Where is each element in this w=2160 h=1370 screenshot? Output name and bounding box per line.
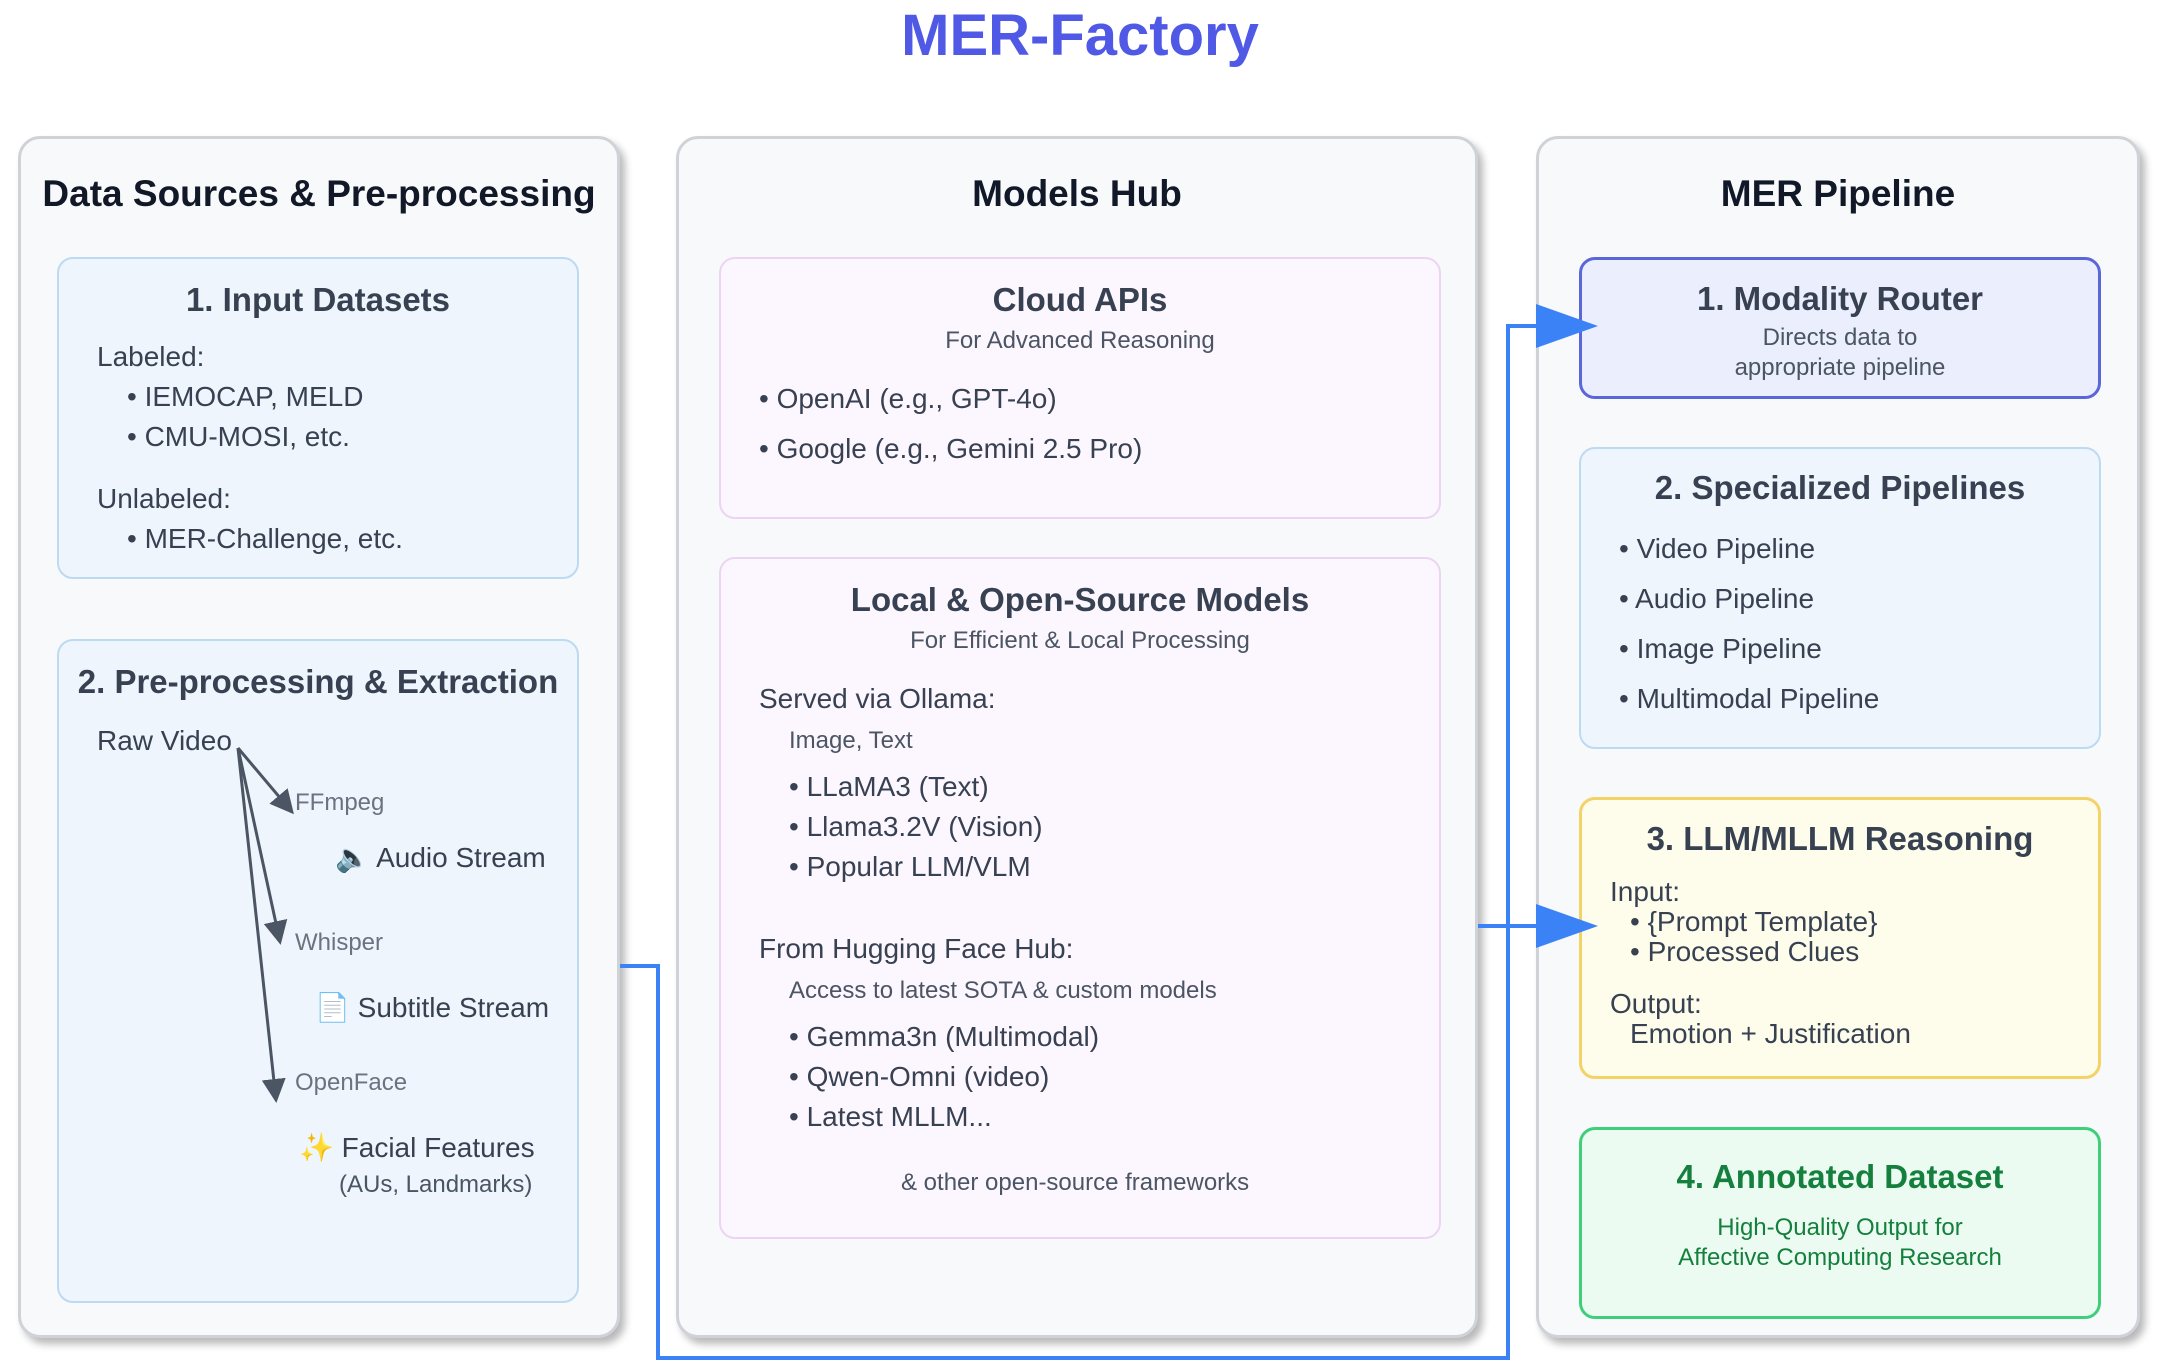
input-datasets-card: 1. Input Datasets Labeled: • IEMOCAP, ME… <box>57 257 579 579</box>
router-arrowhead <box>1536 304 1598 348</box>
specialized-pipelines-card: 2. Specialized Pipelines • Video Pipelin… <box>1579 447 2101 749</box>
card-line: Affective Computing Research <box>1678 1244 2002 1271</box>
unlabeled-label: Unlabeled: <box>97 483 231 514</box>
whisper-arrow <box>236 747 288 945</box>
openface-tool-label: OpenFace <box>295 1069 408 1096</box>
list-item: • OpenAI (e.g., GPT-4o) <box>759 383 1057 414</box>
card-title: 3. LLM/MLLM Reasoning <box>1646 820 2034 857</box>
data-sources-panel: Data Sources & Pre-processing 1. Input D… <box>18 136 620 1338</box>
labeled-label: Labeled: <box>97 341 205 372</box>
card-title: 4. Annotated Dataset <box>1676 1158 2004 1195</box>
preprocessing-to-router-line <box>620 324 1580 1360</box>
hf-note: Access to latest SOTA & custom models <box>789 977 1217 1004</box>
card-line: High-Quality Output for <box>1717 1214 1963 1241</box>
subtitle-stream-label: 📄 Subtitle Stream <box>315 992 550 1023</box>
card-line: Directs data to <box>1762 324 1918 351</box>
list-item: • Processed Clues <box>1630 936 1860 967</box>
input-label: Input: <box>1610 876 1681 907</box>
page-title: MER-Factory <box>901 3 1259 68</box>
raw-video-label: Raw Video <box>97 725 232 756</box>
card-title: 1. Modality Router <box>1696 280 1984 317</box>
card-title: 2. Pre-processing & Extraction <box>77 663 559 700</box>
card-title: 2. Specialized Pipelines <box>1654 469 2026 506</box>
panel-title: Data Sources & Pre-processing <box>42 173 596 214</box>
list-item: • CMU-MOSI, etc. <box>127 421 350 452</box>
output-value: Emotion + Justification <box>1630 1018 1911 1049</box>
annotated-dataset-card: 4. Annotated Dataset High-Quality Output… <box>1579 1127 2101 1319</box>
list-item: • MER-Challenge, etc. <box>127 523 403 554</box>
ollama-note: Image, Text <box>789 727 913 754</box>
openface-arrow <box>236 747 286 1103</box>
list-item: • {Prompt Template} <box>1630 906 1878 937</box>
list-item: • Video Pipeline <box>1619 533 1816 564</box>
card-subtitle: For Efficient & Local Processing <box>910 627 1250 654</box>
facial-features-label: ✨ Facial Features <box>299 1132 535 1163</box>
card-title: Cloud APIs <box>992 281 1168 318</box>
panel-title: Models Hub <box>972 173 1182 214</box>
ffmpeg-arrow <box>236 747 294 815</box>
list-item: • Multimodal Pipeline <box>1619 683 1880 714</box>
panel-title: MER Pipeline <box>1720 173 1956 214</box>
card-title: 1. Input Datasets <box>185 281 451 318</box>
list-item: • Llama3.2V (Vision) <box>789 811 1043 842</box>
cloud-apis-card: Cloud APIs For Advanced Reasoning • Open… <box>719 257 1441 519</box>
ollama-label: Served via Ollama: <box>759 683 996 714</box>
local-models-card: Local & Open-Source Models For Efficient… <box>719 557 1441 1239</box>
list-item: • LLaMA3 (Text) <box>789 771 989 802</box>
frameworks-note: & other open-source frameworks <box>901 1169 1250 1196</box>
audio-stream-label: 🔈 Audio Stream <box>335 842 546 873</box>
reasoning-arrowhead <box>1536 904 1598 948</box>
list-item: • Google (e.g., Gemini 2.5 Pro) <box>759 433 1143 464</box>
list-item: • Audio Pipeline <box>1619 583 1815 614</box>
output-label: Output: <box>1610 988 1702 1019</box>
whisper-tool-label: Whisper <box>295 929 384 956</box>
extraction-arrows <box>236 747 294 1103</box>
mer-pipeline-panel: MER Pipeline 1. Modality Router Directs … <box>1536 136 2140 1338</box>
list-item: • Popular LLM/VLM <box>789 851 1031 882</box>
list-item: • Image Pipeline <box>1619 633 1822 664</box>
list-item: • IEMOCAP, MELD <box>127 381 364 412</box>
models-hub-panel: Models Hub Cloud APIs For Advanced Reaso… <box>676 136 1478 1338</box>
llm-reasoning-card: 3. LLM/MLLM Reasoning Input: • {Prompt T… <box>1579 797 2101 1079</box>
card-title: Local & Open-Source Models <box>850 581 1310 618</box>
hf-label: From Hugging Face Hub: <box>759 933 1074 964</box>
card-subtitle: For Advanced Reasoning <box>945 327 1215 354</box>
list-item: • Gemma3n (Multimodal) <box>789 1021 1100 1052</box>
ffmpeg-tool-label: FFmpeg <box>295 789 385 816</box>
card-line: appropriate pipeline <box>1734 354 1946 381</box>
preprocessing-card: 2. Pre-processing & Extraction Raw Video… <box>57 639 579 1303</box>
facial-note: (AUs, Landmarks) <box>339 1171 533 1198</box>
list-item: • Qwen-Omni (video) <box>789 1061 1050 1092</box>
modality-router-card: 1. Modality Router Directs data to appro… <box>1579 257 2101 399</box>
list-item: • Latest MLLM... <box>789 1101 992 1132</box>
